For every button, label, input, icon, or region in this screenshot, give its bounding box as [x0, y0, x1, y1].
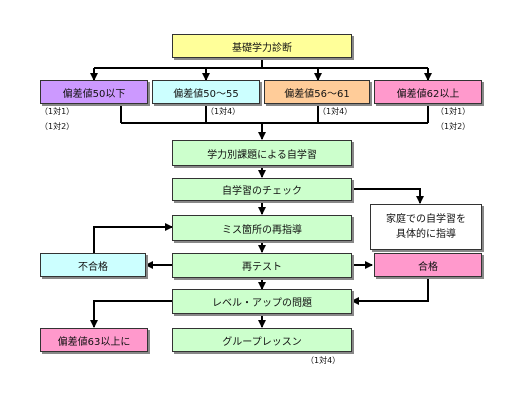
hensachi-63-box: 偏差値63以上に: [40, 328, 148, 352]
home-study-line-1: 家庭での自学習を: [386, 214, 466, 225]
level-box-50-below: 偏差値50以下: [40, 80, 148, 104]
group-lesson-box: グループレッスン: [172, 328, 352, 352]
diagnosis-box: 基礎学力診断: [172, 34, 352, 58]
level-box-56-61: 偏差値56～61: [264, 80, 370, 104]
home-study-line-2: 具体的に指導: [396, 229, 456, 240]
note-ratio-1-2-left: （1対2）: [40, 122, 75, 131]
connector-fail-to-reteach: [93, 223, 173, 253]
note-ratio-1-4-second: （1対4）: [206, 107, 241, 116]
connector-levelup-to-63: [90, 300, 172, 328]
level-up-box: レベル・アップの問題: [172, 289, 352, 314]
level-box-62-above: 偏差値62以上: [374, 80, 482, 104]
connector-pass-to-levelup: [351, 277, 429, 305]
note-ratio-1-2-right: （1対2）: [436, 122, 471, 131]
retest-box: 再テスト: [172, 253, 352, 278]
note-ratio-1-4-group: （1対4）: [306, 356, 341, 365]
reteach-box: ミス箇所の再指導: [172, 215, 352, 241]
note-ratio-1-1-left: （1対1）: [40, 107, 75, 116]
connector-check-to-home: [352, 188, 424, 204]
note-ratio-1-4-third: （1対4）: [318, 107, 353, 116]
fail-box: 不合格: [40, 253, 146, 277]
self-study-check-box: 自学習のチェック: [172, 178, 352, 201]
note-ratio-1-1-right: （1対1）: [436, 107, 471, 116]
pass-box: 合格: [374, 253, 482, 277]
self-study-box: 学力別課題による自学習: [172, 140, 352, 166]
home-study-box: 家庭での自学習を 具体的に指導: [370, 204, 482, 250]
level-box-50-55: 偏差値50～55: [152, 80, 260, 104]
